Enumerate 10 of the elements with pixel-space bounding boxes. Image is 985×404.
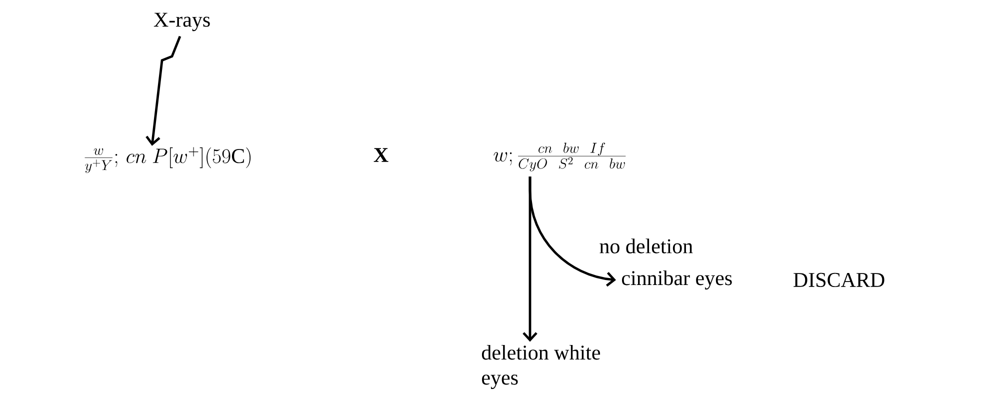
genotype-formula: $\frac{w}{y^{+}Y};\, cn\ P[w^{+}](59\mathrm{C})$ <box>84 147 251 174</box>
cross-sign: X <box>374 148 388 162</box>
genotype-formula: $w;\frac{cn\ \ bw\ \ If}{CyO\ \ S^{2}\ \ cn\ \ bw}$ <box>494 142 626 172</box>
phenotype-label: deletion white eyes <box>482 344 600 390</box>
source-label: X-rays <box>154 12 210 32</box>
phenotype-label: cinnibar eyes <box>622 270 732 290</box>
curved-arrow <box>528 176 616 287</box>
edge-label: no deletion <box>598 238 694 254</box>
side-label: DISCARD <box>794 272 884 288</box>
lightning-arrow <box>146 36 182 146</box>
